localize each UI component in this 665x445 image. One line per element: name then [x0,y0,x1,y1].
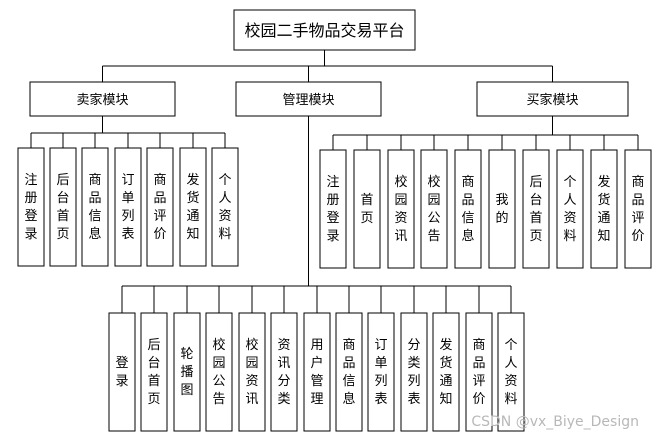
leaf-node-admin-1: 后台首页 [140,312,168,432]
leaf-label-admin-6: 用户管理 [310,338,323,407]
leaf-label-admin-4: 校园资讯 [245,337,258,407]
leaf-label-admin-5: 资讯分类 [277,338,290,407]
leaf-label-seller-5: 发货通知 [186,172,199,242]
leaf-node-admin-11: 商品评价 [465,312,493,432]
root-label: 校园二手物品交易平台 [244,21,404,40]
leaf-node-admin-3: 校园公告 [205,312,233,432]
leaf-label-seller-2: 商品信息 [88,173,101,242]
leaf-node-buyer-7: 个人资料 [556,149,584,269]
leaf-node-seller-6: 个人资料 [211,147,239,267]
leaf-nodes: 注册登录后台首页商品信息订单列表商品评价发货通知个人资料登录后台首页轮播图校园公… [17,147,652,432]
leaf-node-buyer-2: 校园资讯 [387,149,415,269]
leaf-node-buyer-6: 后台首页 [522,149,550,269]
tree-edges [30,50,639,313]
leaf-node-seller-1: 后台首页 [49,147,77,267]
watermark-text: CSDN @vx_Biye_Design [471,414,639,430]
leaf-label-buyer-5: 我的 [495,193,508,226]
leaf-node-seller-4: 商品评价 [146,147,174,267]
root-node: 校园二手物品交易平台 [233,9,416,51]
leaf-label-seller-4: 商品评价 [153,173,166,242]
leaf-label-buyer-2: 校园资讯 [394,174,407,244]
leaf-label-admin-8: 订单列表 [374,338,387,407]
leaf-node-admin-0: 登录 [108,312,136,432]
leaf-node-admin-5: 资讯分类 [270,312,298,432]
module-label-admin: 管理模块 [282,93,334,108]
leaf-node-buyer-8: 发货通知 [590,149,618,269]
leaf-node-buyer-1: 首页 [353,149,381,269]
leaf-label-buyer-8: 发货通知 [597,174,610,244]
leaf-label-seller-6: 个人资料 [218,173,231,242]
leaf-label-admin-3: 校园公告 [212,337,225,407]
leaf-label-admin-9: 分类列表 [407,338,420,407]
leaf-label-admin-7: 商品信息 [342,338,355,407]
leaf-label-admin-10: 发货通知 [439,337,452,407]
leaf-label-admin-2: 轮播图 [180,347,193,398]
leaf-label-buyer-7: 个人资料 [563,175,576,244]
leaf-label-buyer-3: 校园公告 [427,174,440,244]
leaf-label-seller-1: 后台首页 [56,173,69,242]
leaf-label-seller-0: 注册登录 [24,173,37,242]
leaf-label-admin-0: 登录 [115,356,128,389]
leaf-node-buyer-4: 商品信息 [454,149,482,269]
leaf-label-buyer-9: 商品评价 [631,175,644,244]
leaf-node-seller-2: 商品信息 [81,147,109,267]
leaf-label-admin-11: 商品评价 [472,338,485,407]
leaf-node-admin-7: 商品信息 [335,312,363,432]
leaf-label-buyer-1: 首页 [360,193,373,226]
leaf-label-seller-3: 订单列表 [121,173,134,242]
leaf-node-admin-6: 用户管理 [303,312,331,432]
leaf-node-seller-5: 发货通知 [179,147,207,267]
leaf-node-admin-10: 发货通知 [432,312,460,432]
leaf-node-admin-2: 轮播图 [173,312,201,432]
leaf-node-admin-12: 个人资料 [497,312,525,432]
module-node-admin: 管理模块 [235,81,382,117]
leaf-label-buyer-4: 商品信息 [461,175,474,244]
leaf-label-admin-1: 后台首页 [147,338,160,407]
leaf-node-buyer-5: 我的 [488,149,516,269]
leaf-node-admin-9: 分类列表 [400,312,428,432]
leaf-node-buyer-9: 商品评价 [624,149,652,269]
leaf-label-admin-12: 个人资料 [504,338,517,407]
leaf-node-seller-0: 注册登录 [17,147,45,267]
leaf-node-admin-8: 订单列表 [367,312,395,432]
module-node-buyer: 买家模块 [476,81,629,117]
module-node-seller: 卖家模块 [29,81,176,117]
module-label-seller: 卖家模块 [76,92,128,108]
leaf-label-buyer-6: 后台首页 [529,175,542,244]
leaf-node-buyer-0: 注册登录 [319,149,347,269]
leaf-node-admin-4: 校园资讯 [238,312,266,432]
leaf-label-buyer-0: 注册登录 [326,175,339,244]
leaf-node-buyer-3: 校园公告 [420,149,448,269]
module-label-buyer: 买家模块 [526,92,578,108]
leaf-node-seller-3: 订单列表 [114,147,142,267]
